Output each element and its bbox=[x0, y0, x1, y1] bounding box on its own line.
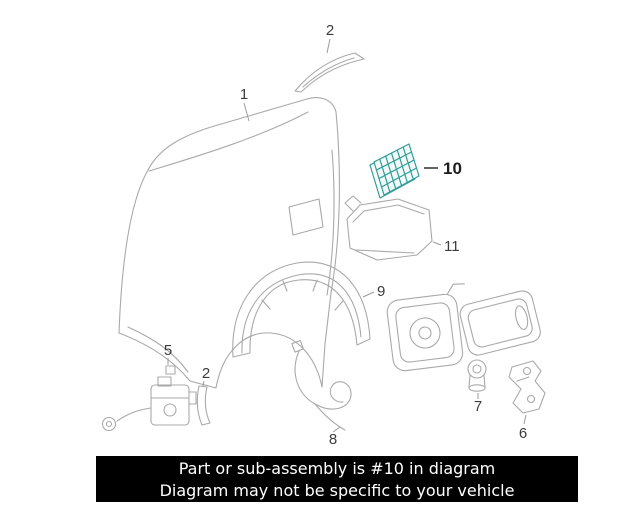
leader-9 bbox=[362, 291, 375, 298]
part-pillar-strip bbox=[196, 385, 211, 426]
leader-6 bbox=[523, 414, 527, 425]
part-lock-actuator bbox=[101, 365, 197, 432]
part-quarter-panel bbox=[118, 97, 340, 389]
footer-banner: Part or sub-assembly is #10 in diagram D… bbox=[96, 456, 578, 502]
part-extension-upper bbox=[294, 52, 365, 93]
leader-11 bbox=[432, 241, 442, 246]
part-fuel-pocket bbox=[386, 283, 465, 372]
callout-5-label: 5 bbox=[164, 342, 172, 359]
callout-2-top-label: 2 bbox=[326, 22, 334, 39]
leader-1 bbox=[243, 102, 250, 122]
callout-9-label: 9 bbox=[377, 283, 385, 300]
callout-1-label: 1 bbox=[240, 86, 248, 103]
footer-line-2: Diagram may not be specific to your vehi… bbox=[159, 481, 515, 500]
leader-2-mid bbox=[202, 380, 205, 387]
callout-7-label: 7 bbox=[474, 398, 482, 415]
leader-8 bbox=[332, 426, 341, 433]
callout-11-label: 11 bbox=[444, 238, 460, 255]
part-wheelhouse-liner bbox=[232, 261, 371, 358]
callout-2-mid-label: 2 bbox=[202, 365, 210, 382]
part-fuel-door bbox=[459, 290, 541, 356]
part-grommet bbox=[467, 359, 487, 392]
callout-10-label: 10 bbox=[443, 159, 462, 178]
callout-8-label: 8 bbox=[329, 431, 337, 448]
part-hinge-bracket bbox=[508, 360, 546, 414]
footer-line-1: Part or sub-assembly is #10 in diagram bbox=[178, 459, 496, 478]
parts-diagram-canvas: 2 1 11 9 bbox=[101, 22, 546, 448]
part-deflector-bracket bbox=[344, 195, 433, 261]
part-release-cable bbox=[291, 339, 352, 431]
callout-6-label: 6 bbox=[519, 425, 527, 442]
leader-2-top bbox=[326, 38, 331, 54]
part-vent-grille-highlighted bbox=[369, 143, 420, 199]
